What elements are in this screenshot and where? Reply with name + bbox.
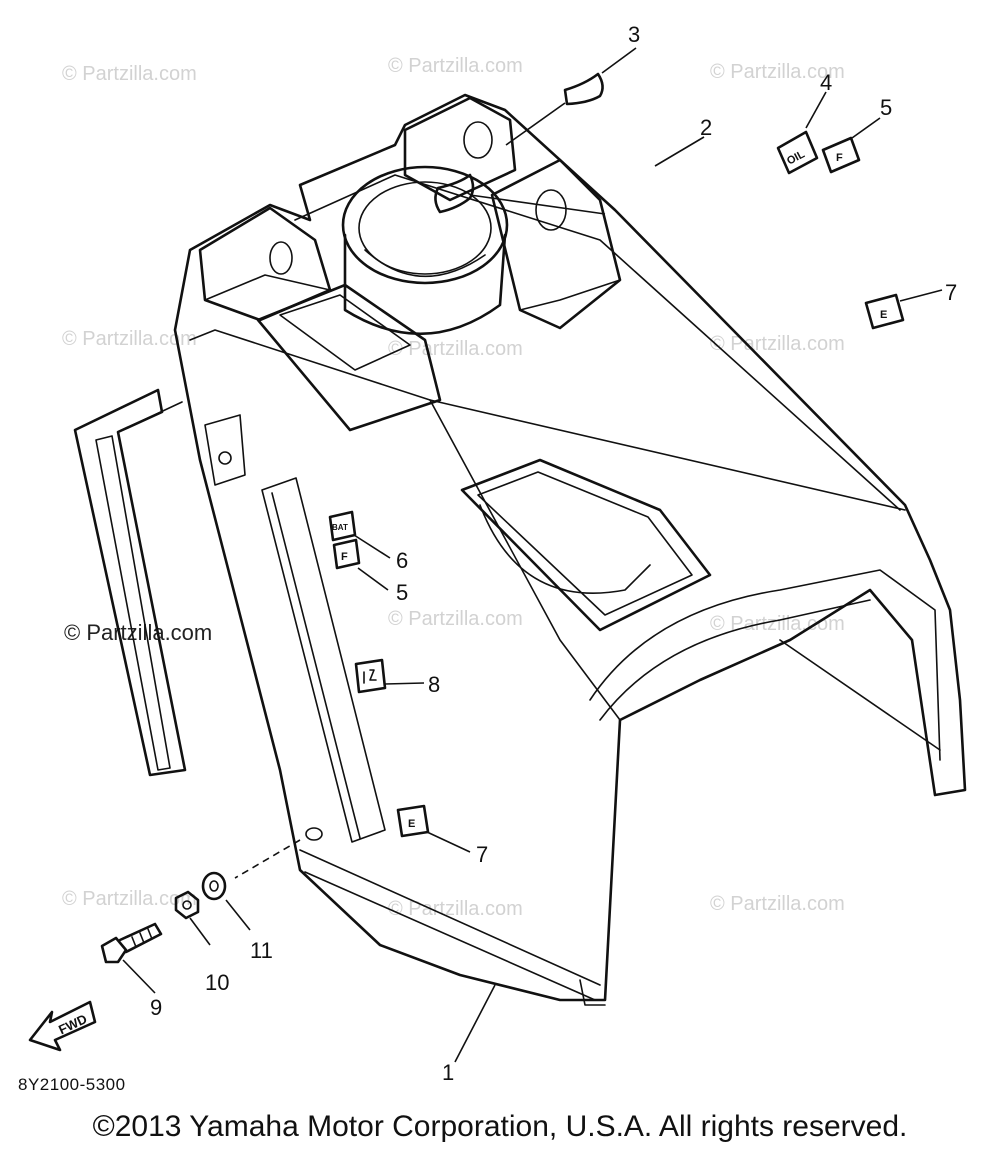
- watermark: © Partzilla.com: [62, 328, 197, 350]
- copyright-notice: ©2013 Yamaha Motor Corporation, U.S.A. A…: [92, 1110, 908, 1143]
- watermark: © Partzilla.com: [62, 888, 197, 910]
- callout-6: 6: [396, 548, 408, 573]
- decals: OIL F E BAT F E: [328, 91, 943, 853]
- callout-1: 1: [442, 1060, 454, 1085]
- leader-part-1: [454, 984, 496, 1063]
- right-indicator-pods: [403, 96, 622, 330]
- callout-9: 9: [150, 995, 162, 1020]
- front-cover-part-1: [73, 93, 967, 1006]
- watermark: © Partzilla.com: [388, 55, 523, 77]
- nut-part-10: [174, 890, 211, 946]
- watermark: © Partzilla.com: [710, 893, 845, 915]
- f-decal-part-5-top: F: [821, 117, 881, 174]
- callout-8: 8: [428, 672, 440, 697]
- cover-opening: [460, 458, 712, 632]
- forward-direction-arrow: FWD: [28, 1000, 97, 1052]
- left-switch-housing: [198, 206, 442, 432]
- callout-10: 10: [205, 970, 229, 995]
- fasteners: [100, 839, 301, 994]
- callout-5: 5: [880, 95, 892, 120]
- grommet-part-3: [505, 47, 637, 146]
- e-decal-part-7-top: E: [864, 289, 943, 330]
- watermark: © Partzilla.com: [388, 338, 523, 360]
- bat-decal-part-6: BAT: [328, 510, 391, 559]
- callout-4: 4: [820, 70, 832, 95]
- e-decal-part-7-side: E: [396, 804, 471, 853]
- watermark: © Partzilla.com: [388, 608, 523, 630]
- watermark: © Partzilla.com: [62, 63, 197, 85]
- callout-7: 7: [945, 280, 957, 305]
- watermark: © Partzilla.com: [710, 613, 845, 635]
- diagram-code: 8Y2100-5300: [18, 1075, 126, 1094]
- watermark: © Partzilla.com: [710, 61, 845, 83]
- oil-decal-part-4: OIL: [776, 91, 827, 175]
- svg-text:E: E: [880, 309, 887, 321]
- callout-5: 5: [396, 580, 408, 605]
- svg-text:E: E: [408, 818, 415, 830]
- decal-part-8: [354, 658, 425, 694]
- watermark-layer: © Partzilla.com © Partzilla.com © Partzi…: [62, 55, 845, 920]
- watermark-prominent: © Partzilla.com: [64, 620, 212, 645]
- grommet-part-2: [434, 136, 705, 215]
- svg-text:BAT: BAT: [332, 523, 348, 532]
- bolt-part-9: [100, 922, 163, 994]
- watermark: © Partzilla.com: [710, 333, 845, 355]
- svg-text:F: F: [341, 551, 348, 563]
- svg-text:F: F: [836, 152, 843, 164]
- washer-part-11: [201, 871, 251, 931]
- callout-3: 3: [628, 22, 640, 47]
- callout-2: 2: [700, 115, 712, 140]
- watermark: © Partzilla.com: [388, 898, 523, 920]
- center-gauge-ring: [341, 165, 509, 336]
- callout-7: 7: [476, 842, 488, 867]
- f-decal-part-5-side: F: [332, 538, 389, 591]
- callout-11: 11: [250, 938, 273, 963]
- callouts: 3 2 4 5 7 6 5 8 7 11 10 9 1: [150, 22, 957, 1085]
